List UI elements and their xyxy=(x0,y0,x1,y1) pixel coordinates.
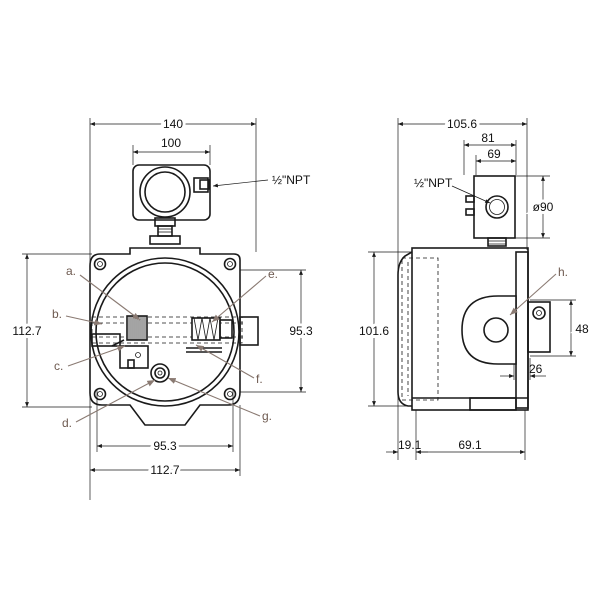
front-view: 140 100 ½"NPT 112.7 95.3 95.3 112.7 a. b… xyxy=(9,114,316,500)
label-h: h. xyxy=(558,265,568,279)
side-body xyxy=(397,247,551,411)
label-f: f. xyxy=(256,372,263,386)
dim-box-depth-81: 81 xyxy=(481,131,495,145)
label-g: g. xyxy=(262,409,272,423)
dim-body-depth: 69.1 xyxy=(458,438,482,452)
label-c: c. xyxy=(54,359,63,373)
front-enclosure xyxy=(89,247,241,426)
dim-side-conduit-thread: ½"NPT xyxy=(414,176,453,190)
label-e: e. xyxy=(268,267,278,281)
dim-overall-width: 140 xyxy=(163,117,183,131)
side-callouts: h. xyxy=(509,265,568,316)
label-a: a. xyxy=(66,264,76,278)
side-dimensions: 105.6 81 69 ½"NPT ø90 101.6 48 26 19.1 6… xyxy=(356,114,592,454)
label-b: b. xyxy=(52,307,62,321)
dim-base-width: 112.7 xyxy=(150,463,179,477)
dim-overall-depth: 105.6 xyxy=(447,117,477,131)
dim-conduit-thread: ½"NPT xyxy=(272,173,311,187)
front-dimensions: 140 100 ½"NPT 112.7 95.3 95.3 112.7 xyxy=(9,114,316,480)
label-d: d. xyxy=(62,416,72,430)
dim-boss-height: 48 xyxy=(575,322,589,336)
dim-boss-width: 26 xyxy=(529,362,543,376)
side-conduit-box xyxy=(465,175,516,247)
dim-flange-depth: 19.1 xyxy=(398,438,422,452)
side-view: 105.6 81 69 ½"NPT ø90 101.6 48 26 19.1 6… xyxy=(356,114,592,460)
dim-mount-height: 95.3 xyxy=(289,324,313,338)
front-callouts: a. b. c. d. e. f. g. xyxy=(52,264,278,430)
dim-left-height: 112.7 xyxy=(12,324,41,338)
dim-side-height: 101.6 xyxy=(359,324,389,338)
dim-box-depth-69: 69 xyxy=(487,147,501,161)
dim-conduit-dia: ø90 xyxy=(533,200,554,214)
front-conduit-box xyxy=(132,164,211,245)
dim-conduit-box-width: 100 xyxy=(161,136,181,150)
side-extension-lines xyxy=(368,118,576,460)
dim-mount-width: 95.3 xyxy=(153,439,177,453)
